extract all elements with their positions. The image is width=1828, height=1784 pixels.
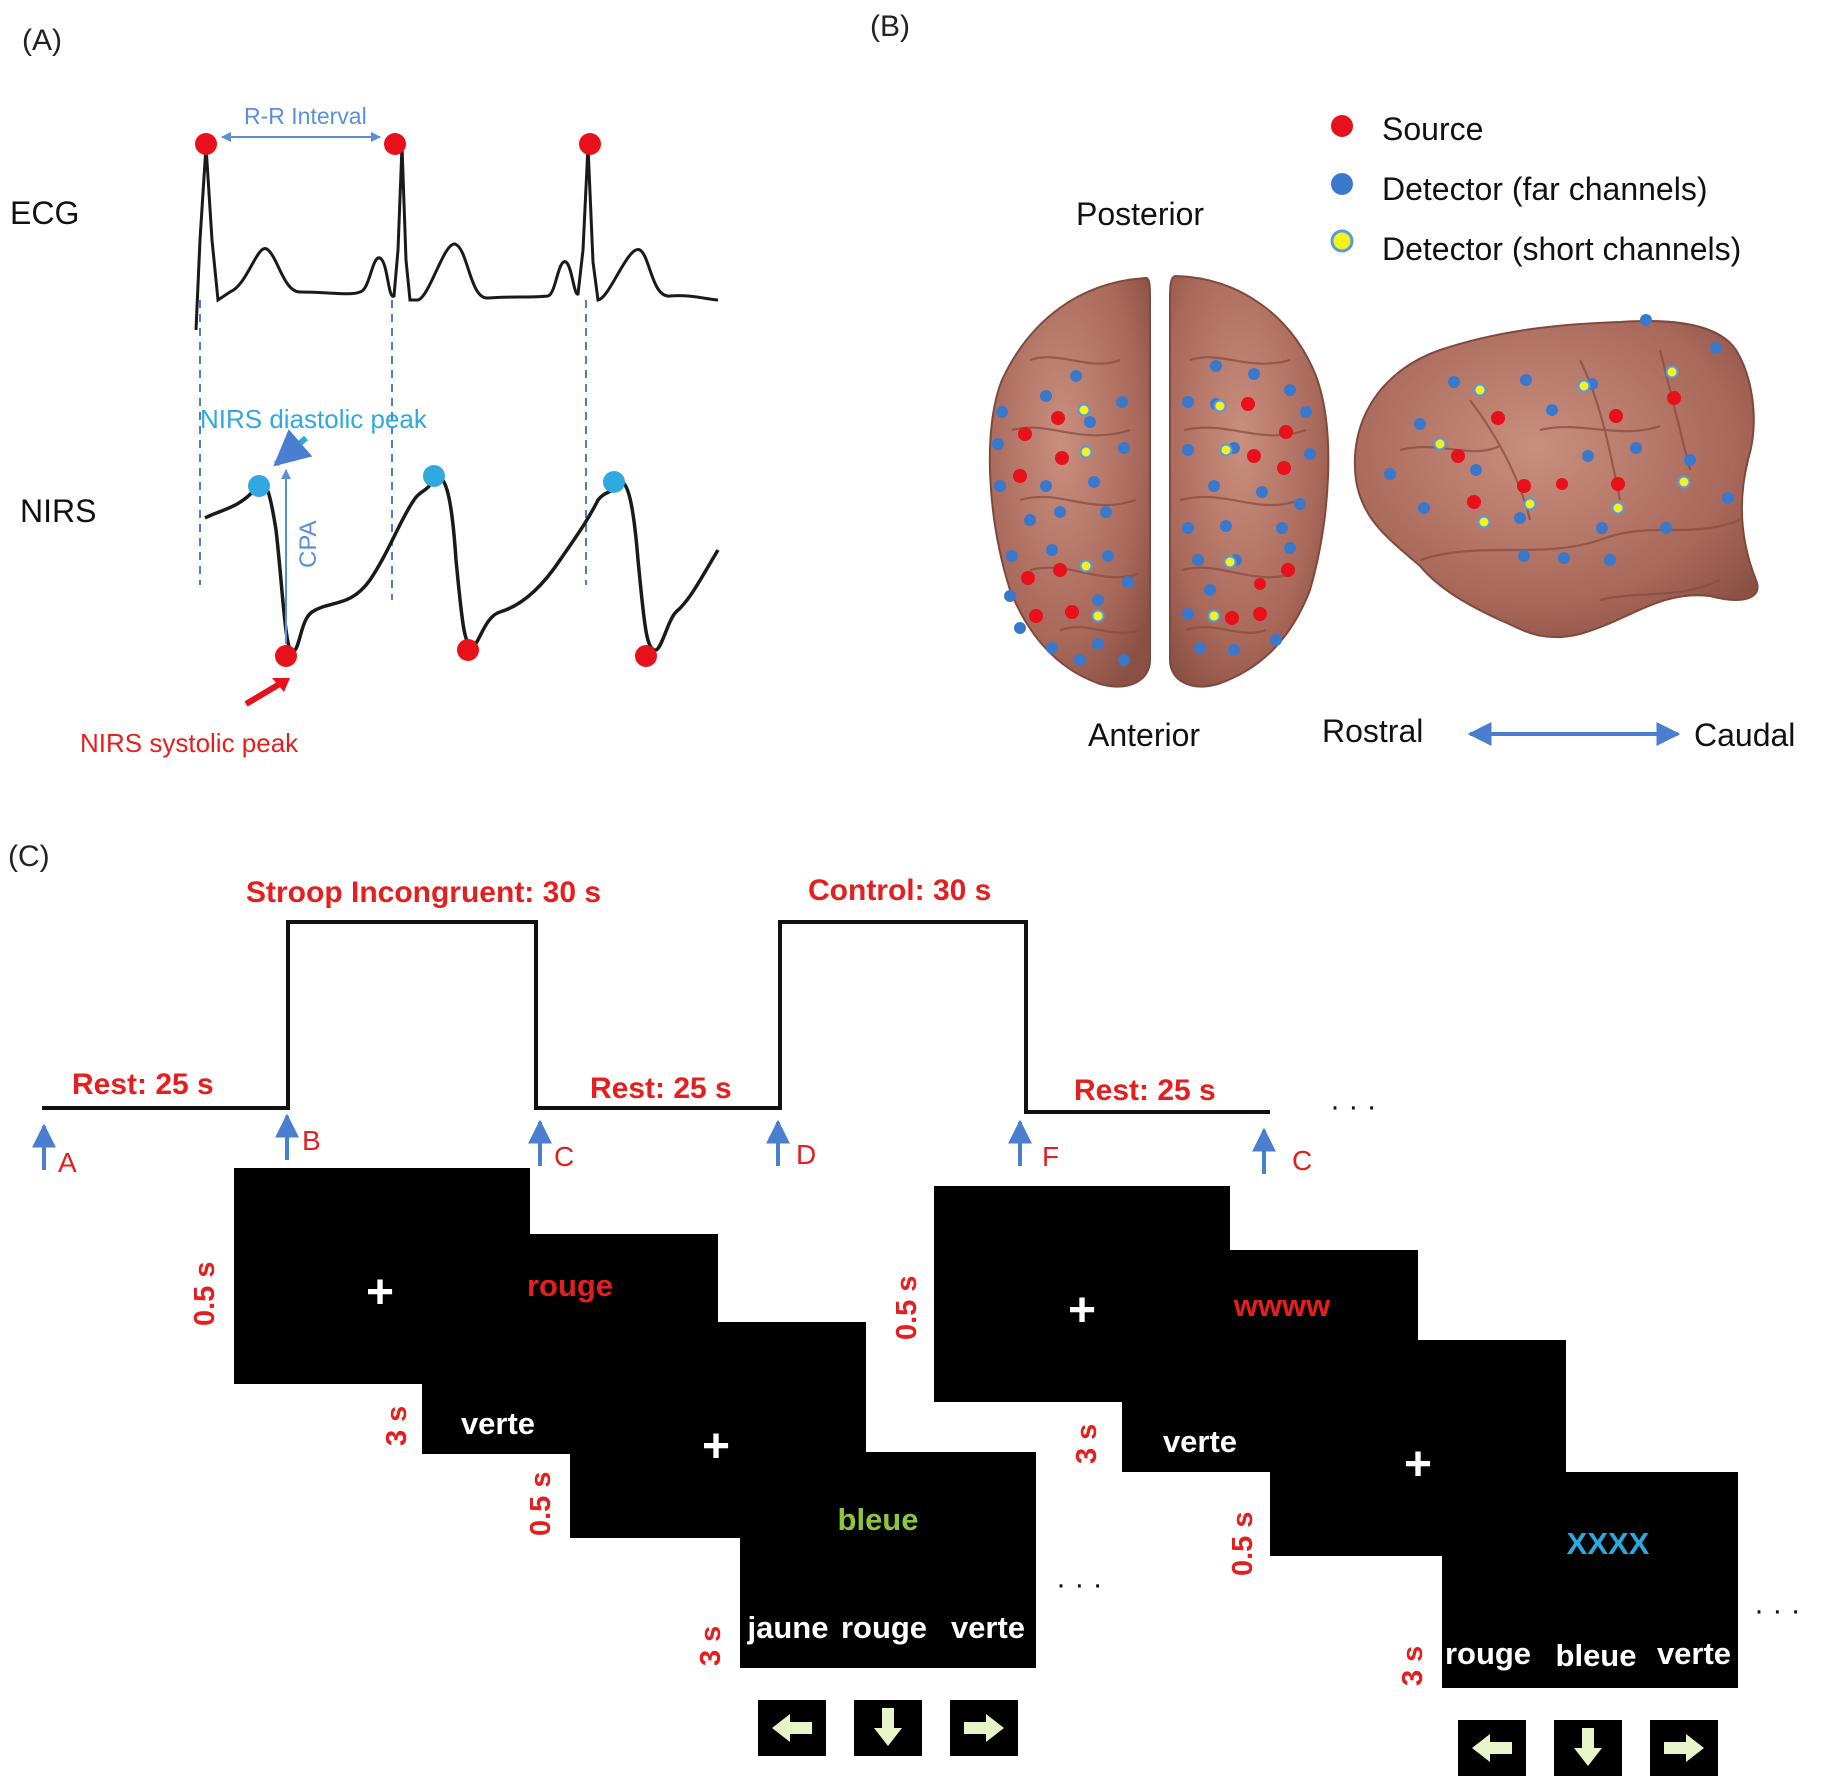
stroop-option-2b: rouge: [841, 1610, 927, 1645]
ecg-r-peaks: [195, 133, 601, 155]
nirs-systolic-peak: [457, 639, 479, 661]
ecg-r-peak: [579, 133, 601, 155]
fixation-cross: +: [702, 1420, 730, 1473]
duration-label: 0.5 s: [1227, 1512, 1259, 1577]
brain-lateral-view: [1353, 314, 1759, 639]
rest-label-3: Rest: 25 s: [1074, 1074, 1216, 1107]
diastolic-pointer-arrow: [273, 429, 313, 467]
legend-source-label: Source: [1382, 111, 1483, 147]
control-sequence: + wwww verte + XXXX rouge bleue verte 0.…: [891, 1186, 1801, 1776]
systolic-pointer-arrow: [244, 679, 285, 707]
stroop-sequence: + rouge verte + bleue jaune rouge verte …: [189, 1168, 1103, 1756]
duration-label: 0.5 s: [189, 1262, 221, 1327]
fixation-cross: +: [1068, 1284, 1096, 1337]
ecg-trace: [194, 145, 719, 331]
nirs-systolic-peaks: [275, 639, 657, 667]
fixation-cross: +: [1404, 1438, 1432, 1491]
control-ellipsis: · · ·: [1754, 1594, 1801, 1627]
panel-b: (B) Source Detector (far channels) Detec…: [870, 10, 1795, 753]
marker-b: B: [302, 1125, 321, 1156]
stroop-word-1: rouge: [527, 1268, 613, 1303]
nirs-diastolic-peak: [423, 465, 445, 487]
block-timeline: [42, 920, 1270, 1114]
optode-markers-top: [992, 360, 1316, 666]
cpa-label: CPA: [295, 520, 322, 568]
stroop-arrow-keys: [758, 1700, 1018, 1756]
rest-label-1: Rest: 25 s: [72, 1068, 214, 1101]
rostral-label: Rostral: [1322, 713, 1423, 749]
panel-c: (C) Stroop Incongruent: 30 s Control: 30…: [8, 840, 1801, 1776]
brain-top-view: [988, 274, 1330, 688]
nirs-diastolic-label: NIRS diastolic peak: [200, 404, 428, 434]
panel-c-label: (C): [8, 840, 50, 873]
duration-label: 0.5 s: [891, 1276, 923, 1341]
nirs-trace: [204, 475, 720, 654]
stroop-ellipsis: · · ·: [1056, 1568, 1103, 1601]
nirs-systolic-peak: [635, 645, 657, 667]
duration-label: 3 s: [381, 1406, 413, 1446]
left-arrow-icon: [1472, 1734, 1512, 1762]
marker-a: A: [58, 1147, 77, 1178]
anterior-label: Anterior: [1088, 717, 1200, 753]
legend-short-detector-marker: [1330, 229, 1354, 253]
right-arrow-icon: [964, 1714, 1004, 1742]
nirs-systolic-label: NIRS systolic peak: [80, 728, 299, 758]
nirs-diastolic-peaks: [248, 465, 625, 497]
ecg-label: ECG: [10, 195, 79, 231]
legend-short-detector-label: Detector (short channels): [1382, 231, 1741, 267]
rr-interval-label: R-R Interval: [244, 103, 367, 129]
panel-a-label: (A): [22, 24, 62, 57]
marker-d: D: [796, 1139, 816, 1170]
alignment-lines: [199, 300, 587, 600]
stroop-option-2c: verte: [951, 1610, 1025, 1645]
panel-a: (A) ECG NIRS R-R Interval NIRS diastolic…: [10, 24, 720, 758]
control-option-2b: bleue: [1556, 1638, 1637, 1673]
nirs-systolic-peak: [275, 645, 297, 667]
timeline-ellipsis: · · ·: [1330, 1090, 1377, 1123]
marker-c2: C: [1292, 1145, 1312, 1176]
legend-far-detector-label: Detector (far channels): [1382, 171, 1707, 207]
fixation-cross: +: [366, 1266, 394, 1319]
duration-label: 0.5 s: [525, 1472, 557, 1537]
stroop-option-2a: jaune: [747, 1610, 829, 1645]
duration-label: 3 s: [1397, 1646, 1429, 1686]
control-block-label: Control: 30 s: [808, 874, 991, 907]
legend-source-marker: [1331, 115, 1353, 137]
caudal-label: Caudal: [1694, 717, 1795, 753]
posterior-label: Posterior: [1076, 196, 1204, 232]
optode-markers-lateral: [1384, 314, 1734, 566]
rest-label-2: Rest: 25 s: [590, 1072, 732, 1105]
legend-far-detector-marker: [1331, 173, 1353, 195]
down-arrow-icon: [874, 1708, 902, 1746]
ecg-r-peak: [384, 133, 406, 155]
right-arrow-icon: [1664, 1734, 1704, 1762]
control-arrow-keys: [1458, 1720, 1718, 1776]
control-word-2: XXXX: [1567, 1526, 1650, 1561]
panel-b-label: (B): [870, 10, 910, 43]
stroop-block-label: Stroop Incongruent: 30 s: [246, 876, 601, 909]
ecg-r-peak: [195, 133, 217, 155]
control-word-1: wwww: [1233, 1288, 1331, 1323]
legend: Source Detector (far channels) Detector …: [1330, 111, 1741, 267]
brain-sulci: [1011, 356, 1307, 634]
control-option-2c: verte: [1657, 1636, 1731, 1671]
stroop-option-1: verte: [461, 1406, 535, 1441]
event-markers: A B C D F C: [32, 1113, 1312, 1178]
marker-f: F: [1042, 1141, 1059, 1172]
control-option-2a: rouge: [1445, 1636, 1531, 1671]
control-option-1: verte: [1163, 1424, 1237, 1459]
left-arrow-icon: [772, 1714, 812, 1742]
stroop-word-2: bleue: [838, 1502, 919, 1537]
nirs-label: NIRS: [20, 493, 96, 529]
duration-label: 3 s: [1071, 1424, 1103, 1464]
systolic-pointer-head: [272, 678, 290, 692]
nirs-diastolic-peak: [603, 471, 625, 493]
duration-label: 3 s: [695, 1626, 727, 1666]
marker-c: C: [554, 1141, 574, 1172]
down-arrow-icon: [1574, 1728, 1602, 1766]
nirs-diastolic-peak: [248, 475, 270, 497]
